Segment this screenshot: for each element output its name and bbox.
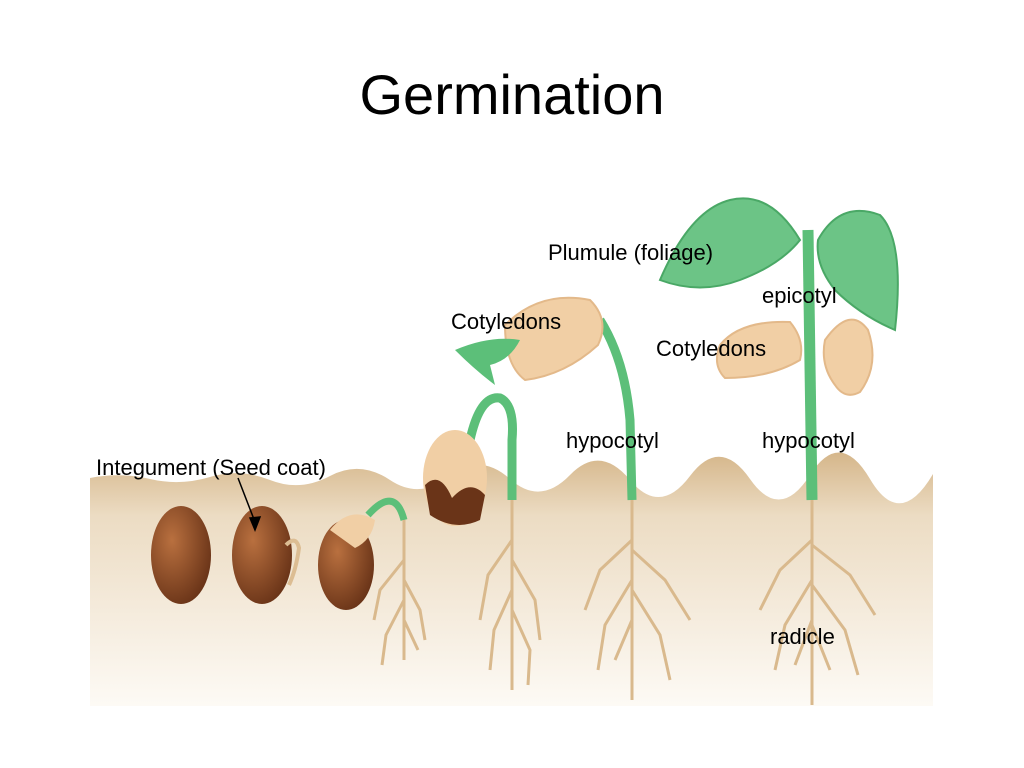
label-cotyledons-left: Cotyledons [451, 309, 562, 334]
slide-title: Germination [359, 63, 665, 126]
seed-stage-1 [151, 506, 211, 604]
leaf-left [658, 197, 802, 289]
integument-arrow [237, 477, 262, 533]
stem-stage-3 [365, 497, 408, 522]
seed-stage-2 [232, 506, 292, 604]
label-hypocotyl-left: hypocotyl [566, 428, 659, 453]
label-cotyledons-right: Cotyledons [656, 336, 767, 361]
cotyledon-stage-5 [503, 296, 604, 382]
roots-stage-3 [372, 520, 427, 666]
stem-stage-6 [802, 229, 818, 501]
roots-stage-4 [478, 500, 542, 690]
leaf-right [816, 209, 899, 332]
label-radicle: radicle [770, 624, 835, 649]
stem-stage-5 [596, 317, 637, 501]
cotyledon-stage-6-right [822, 318, 874, 396]
roots-stage-5 [583, 500, 692, 700]
cotyledon-stage-3 [330, 514, 375, 548]
radicle-stage-2 [284, 538, 302, 586]
roots-stage-6 [758, 500, 877, 705]
label-plumule: Plumule (foliage) [548, 240, 714, 265]
label-hypocotyl-right: hypocotyl [762, 428, 855, 453]
plumule-stage-5 [455, 338, 520, 385]
stem-stage-4 [465, 393, 517, 500]
cotyledon-stage-6-left [715, 320, 803, 380]
label-epicotyl: epicotyl [762, 283, 837, 308]
label-integument: Integument (Seed coat) [96, 455, 326, 480]
